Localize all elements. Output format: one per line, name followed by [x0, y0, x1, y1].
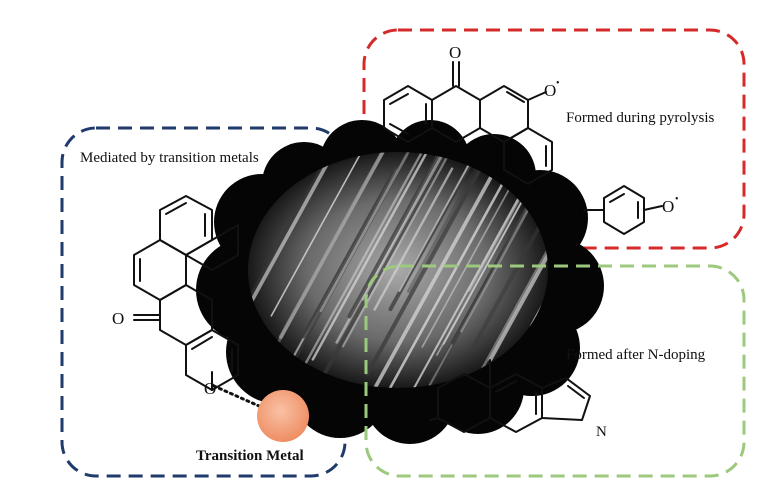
region-left-label: Mediated by transition metals — [80, 150, 259, 166]
sem-fiber-streak — [373, 167, 454, 311]
transition-metal-sphere — [257, 390, 309, 442]
sem-fiber-streak — [311, 152, 431, 361]
nitrogen-atom: N — [596, 424, 607, 440]
oxygen-link: O — [204, 379, 216, 398]
sem-fiber-streak — [404, 158, 541, 388]
sem-fiber-streak — [296, 152, 428, 379]
sem-micrograph — [248, 152, 548, 388]
transition-metal-label: Transition Metal — [196, 448, 304, 464]
sem-fiber-streak — [261, 152, 388, 370]
sem-fiber-streak — [248, 153, 334, 307]
radical-dot-top: • — [556, 78, 560, 89]
oxygen-radical-phenoxy: O — [662, 197, 674, 216]
radical-dot-phenoxy: • — [675, 194, 679, 205]
left-molecule — [133, 195, 239, 391]
sem-fiber-streak — [388, 152, 478, 312]
sem-fiber-streak — [469, 156, 548, 353]
sem-fiber-streak — [347, 152, 447, 319]
sem-fiber-streak — [479, 165, 548, 372]
sem-fiber-streak — [270, 153, 361, 317]
oxygen-radical-top: O — [544, 81, 556, 100]
sem-fiber-streak — [488, 157, 548, 362]
oxygen-ketone-top: O — [449, 43, 461, 62]
sem-fiber-streak — [301, 165, 399, 339]
sem-fiber-streak — [319, 152, 414, 313]
region-top-label: Formed during pyrolysis — [566, 110, 714, 126]
sem-fiber-streak — [322, 152, 449, 377]
region-right-box — [364, 264, 746, 478]
sem-fiber-streak — [381, 152, 527, 388]
region-top-box — [362, 28, 746, 250]
sem-fiber-streak — [248, 154, 330, 313]
right-molecule — [429, 359, 591, 433]
region-right-label: Formed after N-doping — [566, 347, 706, 363]
sem-fiber-streak — [355, 167, 498, 388]
sem-fiber-streak — [365, 152, 492, 377]
top-molecule — [383, 61, 663, 235]
oxygen-ketone-left: O — [112, 309, 124, 328]
sem-fiber-streak — [278, 152, 390, 339]
sem-fiber-streak — [282, 154, 408, 380]
sem-fiber-streak — [341, 152, 451, 348]
